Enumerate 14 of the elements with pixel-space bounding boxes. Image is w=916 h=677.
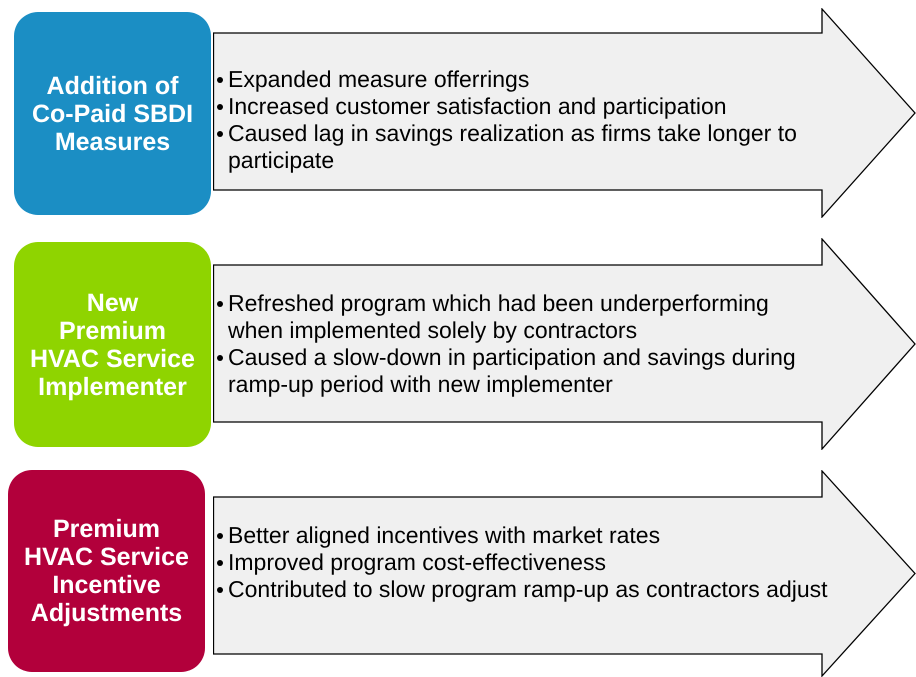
bullet-item: Caused lag in savings realization as firms take longer to participate	[228, 120, 797, 173]
category-title: Premium HVAC Service Incentive Adjustments	[24, 515, 189, 627]
category-box	[14, 12, 211, 215]
bullet-item: Improved program cost-effectiveness	[228, 549, 606, 575]
bullet-item: Refreshed program which had been underperforming when implemented solely by contractors	[228, 290, 769, 343]
category-title: Addition of Co-Paid SBDI Measures	[30, 72, 194, 156]
category-title: New Premium HVAC Service Implementer	[30, 288, 195, 400]
bullet-item: Contributed to slow program ramp-up as contractors adjust	[228, 576, 828, 602]
category-box	[8, 470, 205, 672]
bullet-item: Caused a slow-down in participation and savings during ramp-up period with new implementer	[228, 344, 796, 397]
bullet-item: Expanded measure offerrings	[228, 66, 530, 92]
bullet-item: Increased customer satisfaction and participation	[228, 93, 727, 119]
category-box	[14, 242, 211, 447]
bullet-item: Better aligned incentives with market rates	[228, 522, 660, 548]
